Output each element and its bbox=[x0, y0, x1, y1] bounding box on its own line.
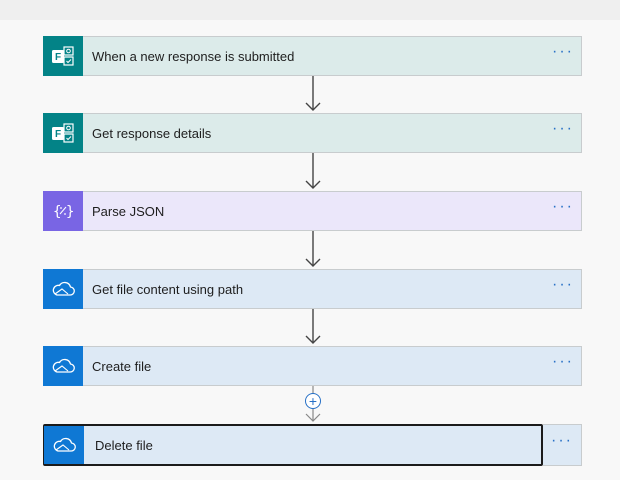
step-label: Create file bbox=[92, 358, 152, 374]
arrow-down-icon bbox=[305, 76, 321, 111]
more-options-button[interactable]: ··· bbox=[551, 432, 573, 449]
more-options-button-container: ··· bbox=[543, 424, 582, 466]
arrow-down-icon bbox=[305, 309, 321, 344]
forms-icon: F bbox=[43, 112, 83, 153]
svg-text:{: { bbox=[53, 204, 61, 220]
flow-step-create-file[interactable]: Create file ··· bbox=[43, 345, 582, 386]
step-label: Get response details bbox=[92, 125, 212, 141]
forms-icon: F bbox=[43, 35, 83, 76]
svg-text:}: } bbox=[66, 204, 74, 220]
arrow-down-icon bbox=[305, 231, 321, 267]
step-label: Delete file bbox=[95, 437, 153, 453]
more-options-button[interactable]: ··· bbox=[552, 276, 574, 293]
flow-step-trigger[interactable]: F When a new response is submitted ··· bbox=[43, 35, 582, 76]
arrow-down-icon bbox=[305, 153, 321, 189]
insert-step-button[interactable]: + bbox=[305, 393, 321, 409]
json-braces-icon: { } bbox=[43, 190, 83, 231]
step-label: Get file content using path bbox=[92, 281, 244, 297]
svg-text:F: F bbox=[55, 129, 61, 140]
flow-step-get-response-details[interactable]: F Get response details ··· bbox=[43, 112, 582, 153]
onedrive-cloud-icon bbox=[44, 426, 84, 464]
step-label: Parse JSON bbox=[92, 203, 165, 219]
more-options-button[interactable]: ··· bbox=[552, 353, 574, 370]
more-options-button[interactable]: ··· bbox=[552, 43, 574, 60]
step-label: When a new response is submitted bbox=[92, 48, 295, 64]
flow-step-delete-file[interactable]: Delete file bbox=[43, 424, 543, 466]
canvas-top-bar bbox=[0, 0, 620, 20]
more-options-button[interactable]: ··· bbox=[552, 198, 574, 215]
flow-step-parse-json[interactable]: { } Parse JSON ··· bbox=[43, 190, 582, 231]
onedrive-cloud-icon bbox=[43, 345, 83, 386]
flow-step-get-file-content[interactable]: Get file content using path ··· bbox=[43, 268, 582, 309]
svg-text:F: F bbox=[55, 52, 61, 63]
onedrive-cloud-icon bbox=[43, 268, 83, 309]
more-options-button[interactable]: ··· bbox=[552, 120, 574, 137]
